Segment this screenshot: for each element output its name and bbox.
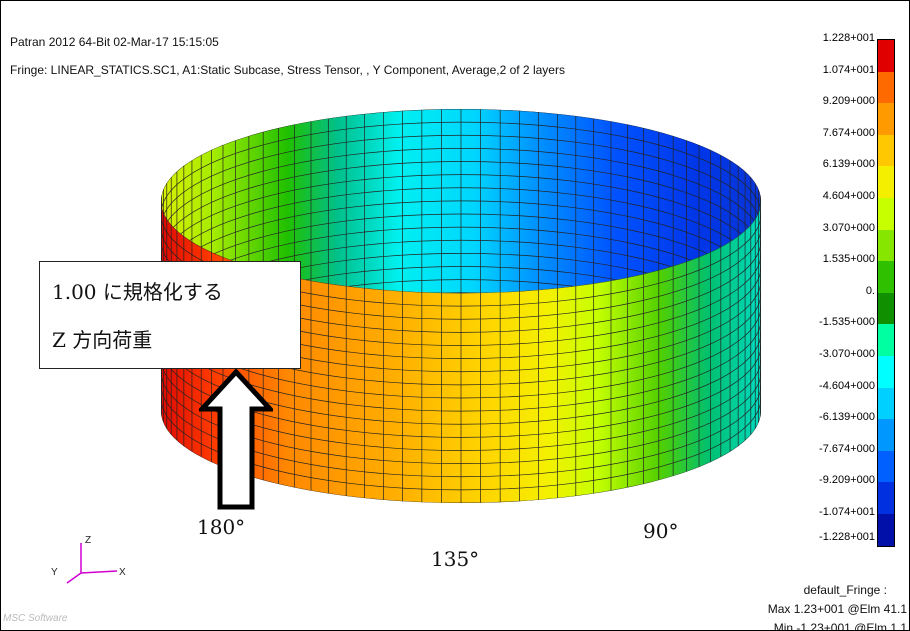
mesh-line [161, 371, 761, 464]
angle-label-90: 90° [643, 519, 679, 543]
load-callout: 1.00 に規格化する Z 方向荷重 [39, 261, 301, 369]
legend-swatch [878, 514, 894, 547]
mesh-line [161, 187, 761, 280]
fringe-name: default_Fringe : [803, 583, 887, 597]
triad-z-label: Z [85, 535, 91, 546]
mesh-line [161, 161, 761, 254]
legend-swatch [878, 229, 894, 262]
header-title: Patran 2012 64-Bit 02-Mar-17 15:15:05 [10, 35, 219, 49]
mesh-line [161, 332, 761, 425]
legend-label: 1.535+000 [822, 253, 875, 266]
legend-label: -1.535+000 [819, 316, 875, 329]
legend-label: -7.674+000 [819, 442, 875, 455]
legend-label: -1.228+001 [819, 530, 875, 543]
legend-swatch [878, 40, 894, 73]
fringe-max: Max 1.23+001 @Elm 41.1 [767, 602, 907, 616]
legend-label: 0. [865, 284, 875, 297]
legend-swatch [878, 324, 894, 357]
legend-swatch [878, 356, 894, 389]
triad-y-label: Y [51, 567, 58, 578]
legend-swatch [878, 103, 894, 136]
mesh-line [161, 174, 761, 267]
legend-label: 4.604+000 [822, 190, 875, 202]
legend-swatch [878, 166, 894, 199]
angle-label-135: 135° [431, 547, 480, 571]
legend-swatch [878, 71, 894, 104]
mesh-line [161, 214, 761, 307]
color-legend-bar [877, 39, 895, 547]
up-arrow-icon [199, 369, 273, 510]
legend-label: 3.070+000 [822, 221, 875, 234]
mesh-line [161, 345, 761, 438]
fringe-min: Min -1.23+001 @Elm 1.1 [773, 621, 907, 631]
legend-swatch [878, 419, 894, 452]
mesh-line [161, 109, 761, 202]
legend-label: 6.139+000 [822, 158, 875, 171]
legend-swatch [878, 450, 894, 483]
legend-label: 1.228+001 [822, 32, 875, 44]
legend-label: 7.674+000 [822, 126, 875, 139]
legend-swatch [878, 198, 894, 231]
legend-swatch [878, 292, 894, 325]
legend-label: -6.139+000 [819, 411, 875, 424]
triad-x-label: X [119, 567, 126, 578]
mesh-line [161, 384, 761, 478]
legend-label: 9.209+000 [822, 95, 875, 108]
axis-triad-icon: Z Y X [51, 535, 126, 584]
legend-swatch [878, 134, 894, 167]
legend-label: -4.604+000 [819, 379, 875, 392]
mesh-line [161, 358, 761, 451]
msc-logo: MSC Software [3, 613, 68, 624]
callout-line-1: 1.00 に規格化する [52, 280, 223, 304]
mesh-line [161, 410, 761, 503]
legend-swatch [878, 482, 894, 515]
legend-swatch [878, 261, 894, 294]
legend-label: -1.074+001 [819, 506, 875, 518]
mesh-line [161, 397, 761, 491]
angle-label-180: 180° [197, 515, 246, 539]
legend-label: -3.070+000 [819, 348, 875, 360]
fringe-description: Fringe: LINEAR_STATICS.SC1, A1:Static Su… [10, 63, 565, 77]
legend-label: 1.074+001 [822, 63, 875, 76]
callout-line-2: Z 方向荷重 [52, 328, 153, 352]
mesh-line [161, 134, 761, 228]
mesh-line [161, 121, 761, 215]
mesh-line [161, 148, 761, 241]
legend-label: -9.209+000 [819, 474, 875, 487]
legend-swatch [878, 387, 894, 420]
